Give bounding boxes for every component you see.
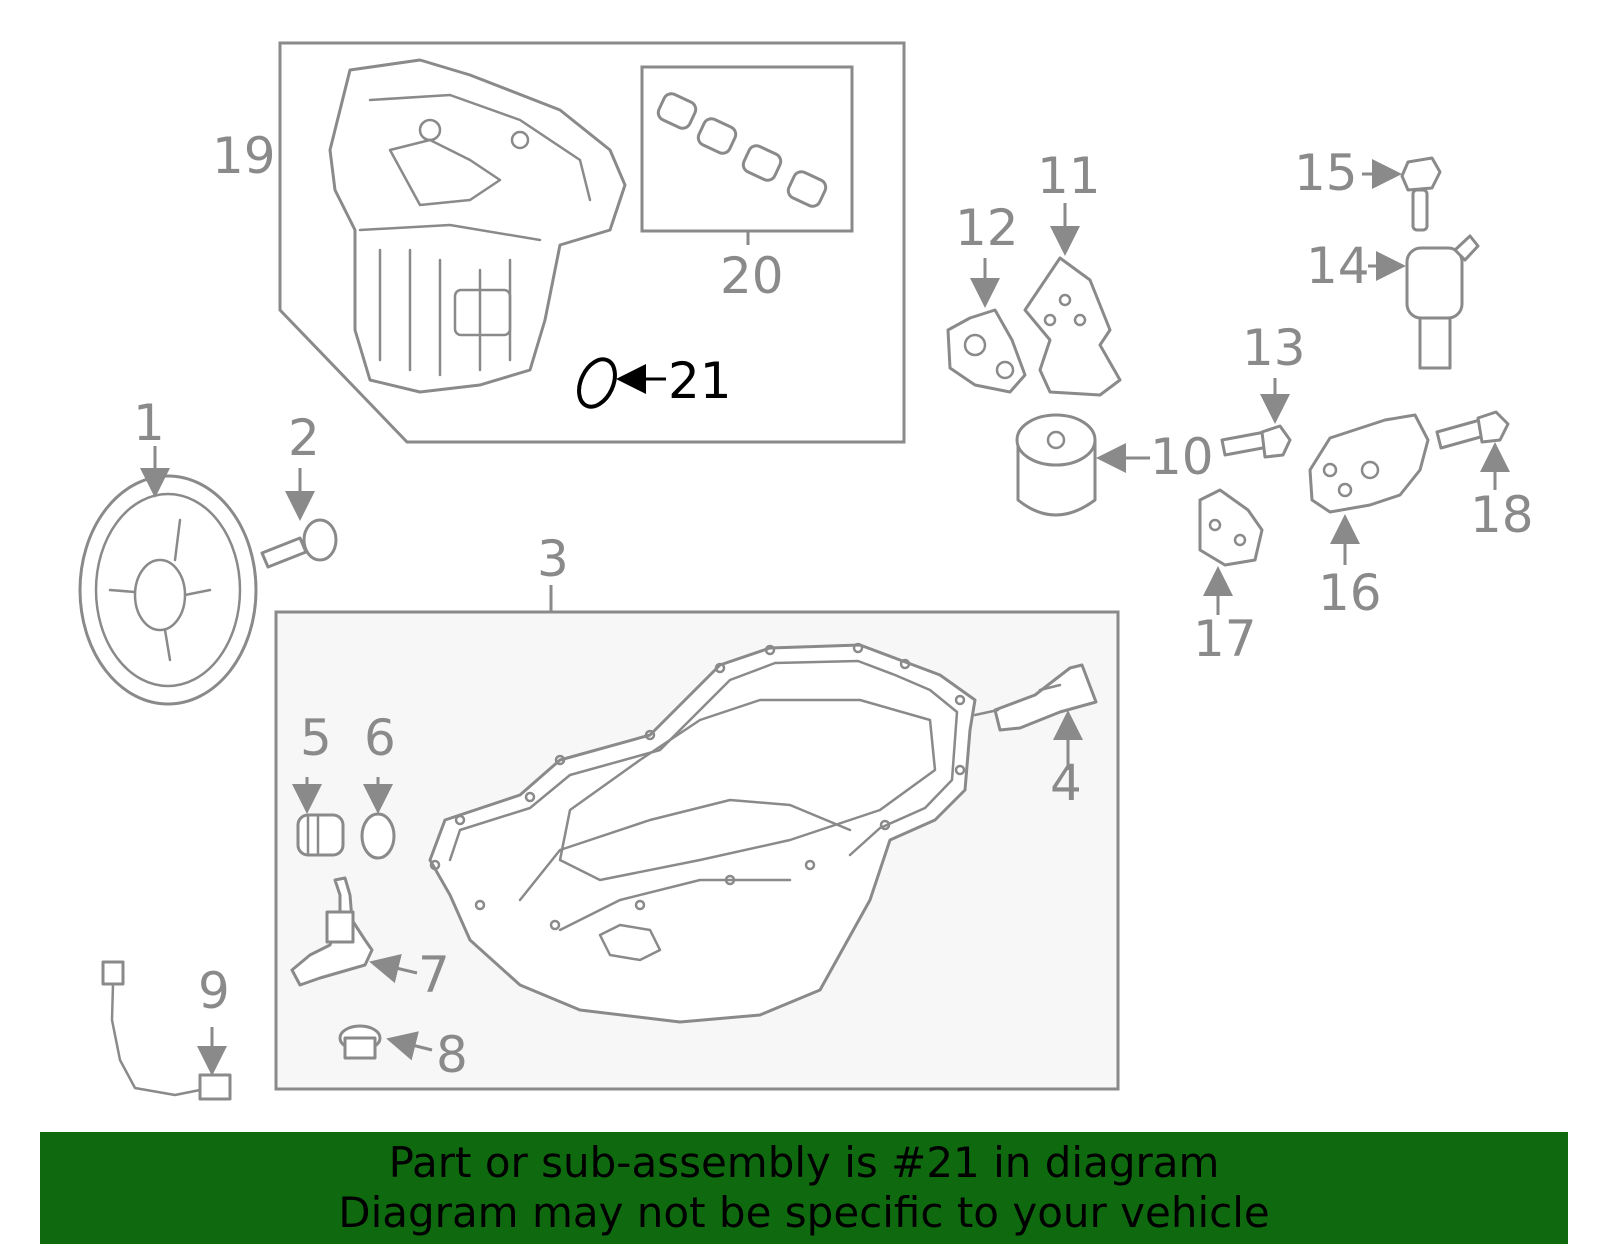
callout-9: 9	[198, 962, 230, 1020]
part-4-sensor	[973, 663, 1098, 732]
part-20-gaskets	[656, 92, 828, 208]
frame-20	[640, 65, 854, 233]
callout-2: 2	[288, 409, 320, 467]
part-13-bolt	[1220, 424, 1292, 459]
info-banner: Part or sub-assembly is #21 in diagram D…	[40, 1132, 1568, 1244]
part-7-level-sensor	[290, 876, 374, 987]
callout-4: 4	[1050, 754, 1082, 812]
part-21-oring	[577, 357, 617, 409]
part-12-gasket	[946, 308, 1027, 394]
callout-15: 15	[1294, 144, 1358, 202]
callout-labels: 1 2 3 4 5 6 7 8 9 10 11 12 13 14 15 16 1…	[133, 127, 1534, 1084]
callout-10: 10	[1150, 428, 1214, 486]
part-10-oil-filter	[1015, 413, 1097, 517]
part-3-oil-pan	[428, 642, 977, 1024]
part-5-plug	[296, 813, 345, 857]
part-19-assembly	[328, 58, 627, 394]
part-16-pump	[1308, 413, 1430, 514]
part-18-bolt	[1435, 410, 1510, 450]
callout-14: 14	[1306, 237, 1370, 295]
callout-6: 6	[364, 709, 396, 767]
callout-18: 18	[1470, 486, 1534, 544]
callout-7: 7	[418, 946, 450, 1004]
part-9-harness	[101, 960, 232, 1101]
callout-1: 1	[133, 394, 165, 452]
part-8-drain-plug	[338, 1024, 382, 1060]
callout-13: 13	[1242, 319, 1306, 377]
callout-5: 5	[300, 709, 332, 767]
banner-line-2: Diagram may not be specific to your vehi…	[338, 1188, 1270, 1237]
callout-8: 8	[436, 1026, 468, 1084]
part-14-solenoid	[1405, 234, 1480, 370]
callout-11: 11	[1037, 147, 1101, 205]
callout-19: 19	[212, 127, 276, 185]
callout-16: 16	[1318, 564, 1382, 622]
part-2-bolt	[260, 518, 338, 569]
callout-12: 12	[955, 199, 1019, 257]
banner-line-1: Part or sub-assembly is #21 in diagram	[388, 1138, 1220, 1187]
part-15-bolt	[1400, 156, 1442, 232]
callout-17: 17	[1193, 610, 1257, 668]
callout-21-highlighted: 21	[668, 352, 732, 410]
part-6-washer	[360, 812, 396, 860]
callout-3: 3	[537, 530, 569, 588]
callout-20: 20	[720, 247, 784, 305]
part-17-gasket	[1198, 488, 1264, 567]
part-11-housing	[1023, 256, 1122, 397]
part-1-pulley	[78, 474, 258, 706]
